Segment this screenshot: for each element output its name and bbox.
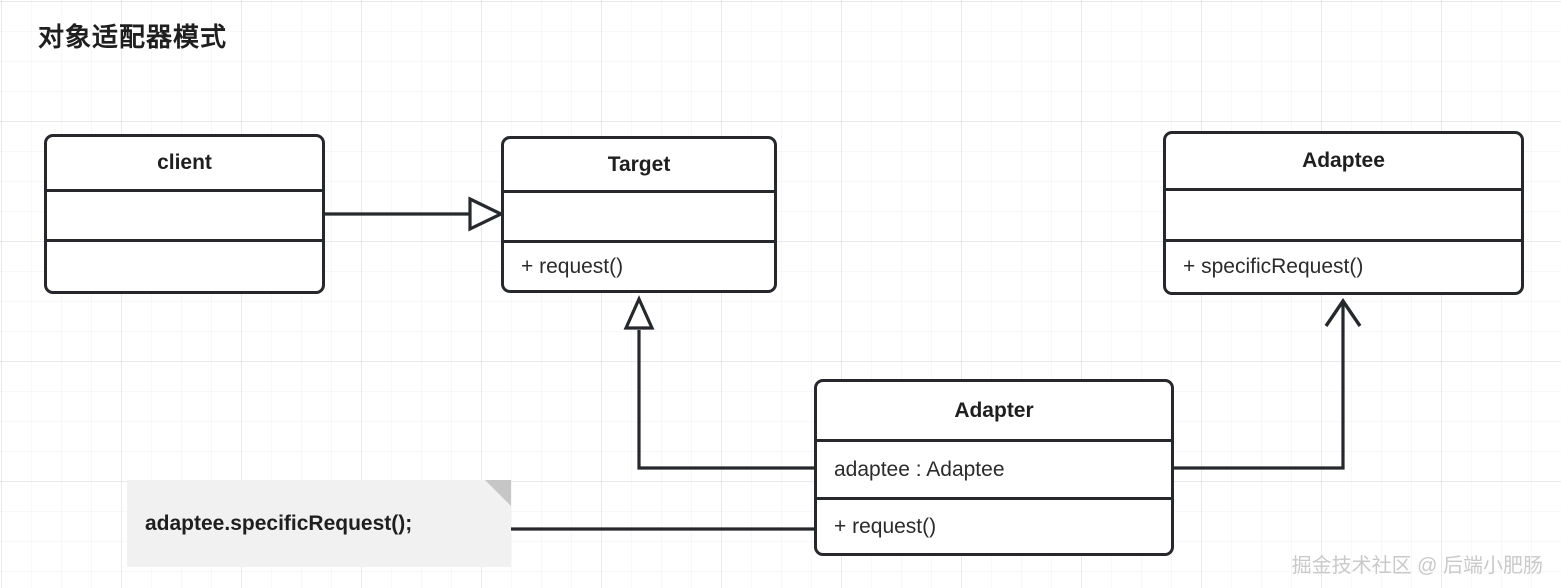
uml-class-adaptee-attributes bbox=[1166, 188, 1521, 239]
uml-class-client-name: client bbox=[157, 151, 212, 174]
uml-class-adaptee[interactable]: Adaptee + specificRequest() bbox=[1163, 131, 1524, 295]
edge-adapter-to-adaptee bbox=[1174, 297, 1362, 470]
uml-class-adapter-name: Adapter bbox=[954, 398, 1034, 422]
watermark: 掘金技术社区 @ 后端小肥肠 bbox=[1291, 555, 1543, 577]
edge-adapter-to-adaptee-line bbox=[1174, 302, 1345, 470]
edge-adapter-to-target bbox=[623, 295, 816, 470]
edge-adapter-to-target-arrowhead bbox=[623, 295, 655, 330]
edge-adapter-to-target-line bbox=[637, 330, 816, 470]
uml-note-text: adaptee.specificRequest(); bbox=[145, 511, 413, 535]
uml-class-target[interactable]: Target + request() bbox=[501, 136, 777, 293]
uml-note[interactable]: adaptee.specificRequest(); bbox=[127, 480, 511, 567]
uml-class-adaptee-operations: + specificRequest() bbox=[1166, 239, 1521, 292]
edge-client-to-target-arrowhead bbox=[468, 196, 505, 232]
edge-client-to-target bbox=[325, 196, 505, 232]
uml-class-client-operations bbox=[47, 239, 322, 291]
edge-adapter-to-adaptee-arrowhead bbox=[1324, 297, 1362, 327]
note-fold-corner-icon bbox=[485, 480, 511, 506]
uml-class-client-attributes bbox=[47, 189, 322, 239]
uml-class-adapter[interactable]: Adapter adaptee : Adaptee + request() bbox=[814, 379, 1174, 556]
uml-class-target-operations: + request() bbox=[504, 240, 774, 290]
uml-class-adapter-attributes: adaptee : Adaptee bbox=[817, 439, 1171, 497]
uml-class-adaptee-name: Adaptee bbox=[1302, 149, 1385, 172]
uml-class-adapter-operations: + request() bbox=[817, 497, 1171, 553]
uml-class-client[interactable]: client bbox=[44, 134, 325, 294]
page-title: 对象适配器模式 bbox=[38, 22, 228, 52]
uml-class-target-name: Target bbox=[607, 152, 671, 176]
uml-class-target-attributes bbox=[504, 190, 774, 240]
